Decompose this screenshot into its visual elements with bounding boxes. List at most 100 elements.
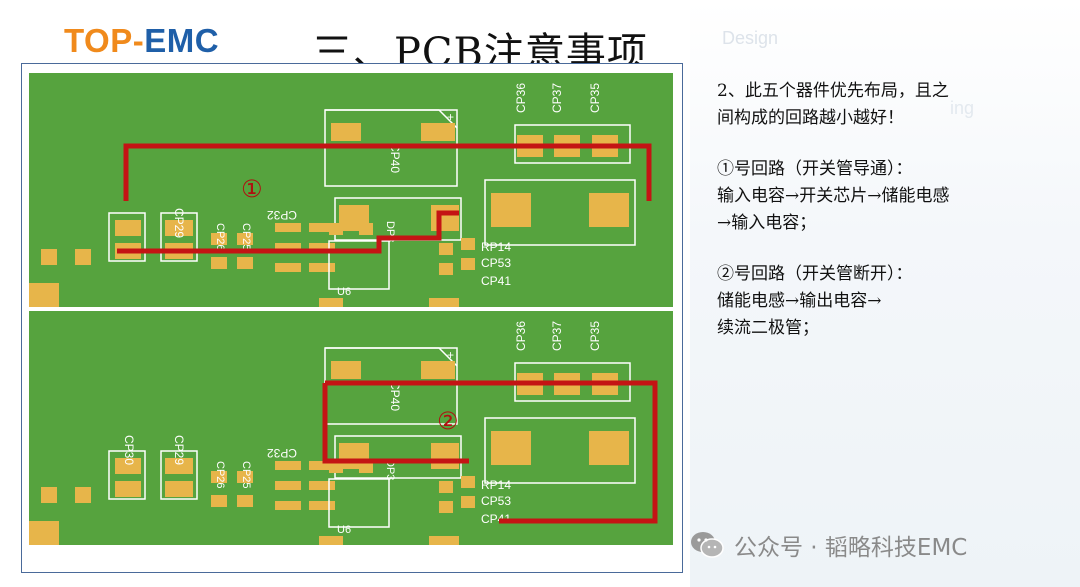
- solder-pad: [275, 481, 301, 490]
- solder-pad: [75, 249, 91, 265]
- loop1-title: ①号回路（开关管导通）：: [717, 159, 913, 179]
- solder-pad: [421, 361, 455, 379]
- solder-pad: [429, 298, 459, 307]
- loop-marker: ①: [241, 175, 263, 203]
- background-word: Design: [722, 28, 779, 48]
- current-loop-path: [322, 380, 658, 524]
- solder-pad: [309, 461, 335, 470]
- solder-pad: [115, 220, 141, 236]
- silkscreen-label: CP25: [240, 461, 252, 489]
- solder-pad: [115, 458, 141, 474]
- silkscreen-label: CP35: [588, 83, 602, 113]
- silkscreen-label: RP14: [481, 240, 511, 254]
- solder-pad: [359, 461, 373, 473]
- silkscreen-label: CP40: [388, 143, 402, 173]
- component-outline: [160, 212, 198, 262]
- silkscreen-label: CP25: [240, 223, 252, 251]
- silkscreen-label: +: [447, 110, 454, 124]
- loop1-path2: →输入电容；: [717, 213, 817, 233]
- solder-pad: [491, 193, 531, 227]
- solder-pad: [275, 223, 301, 232]
- solder-pad: [275, 243, 301, 252]
- loop2-title: ②号回路（开关管断开）：: [717, 264, 913, 284]
- solder-pad: [211, 495, 227, 507]
- component-outline: [484, 179, 636, 246]
- watermark: 公众号 · 韬略科技EMC: [690, 528, 967, 562]
- solder-pad: [165, 458, 193, 474]
- solder-pad: [439, 481, 453, 493]
- solder-pad: [275, 501, 301, 510]
- loop2-path1: 储能电感→输出电容→: [717, 291, 882, 311]
- component-outline: [484, 417, 636, 484]
- solder-pad: [319, 536, 343, 545]
- solder-pad: [309, 223, 335, 232]
- solder-pad: [309, 501, 335, 510]
- current-loop-path: [117, 143, 652, 254]
- silkscreen-label: DP3: [384, 459, 396, 480]
- solder-pad: [211, 233, 227, 245]
- solder-pad: [461, 238, 475, 250]
- solder-pad: [439, 501, 453, 513]
- solder-pad: [165, 481, 193, 497]
- solder-pad: [309, 243, 335, 252]
- watermark-text: 公众号 · 韬略科技EMC: [734, 535, 968, 561]
- silkscreen-label: +: [447, 348, 454, 362]
- solder-pad: [41, 487, 57, 503]
- logo: TOP-EMC: [64, 22, 219, 60]
- solder-pad: [75, 487, 91, 503]
- silkscreen-label: CP30: [122, 435, 136, 465]
- component-outline: [328, 240, 390, 290]
- loop-marker: ②: [437, 407, 459, 435]
- silkscreen-label: CP29: [172, 208, 186, 238]
- note-line2: 间构成的回路越小越好！: [717, 108, 904, 128]
- solder-pad: [439, 243, 453, 255]
- component-outline: [325, 109, 458, 129]
- solder-pad: [237, 233, 253, 245]
- notes-text: 2、此五个器件优先布局，且之 间构成的回路越小越好！ ①号回路（开关管导通）： …: [717, 78, 1047, 342]
- solder-pad: [309, 481, 335, 490]
- solder-pad: [431, 443, 459, 469]
- solder-pad: [309, 263, 335, 272]
- wechat-icon: [691, 532, 724, 558]
- background-word-2: ing: [950, 98, 975, 118]
- component-outline: [325, 347, 458, 367]
- solder-pad: [275, 263, 301, 272]
- logo-part1: TOP-: [64, 22, 145, 59]
- solder-pad: [211, 471, 227, 483]
- note-line1: 2、此五个器件优先布局，且之: [717, 81, 949, 101]
- solder-pad: [589, 431, 629, 465]
- silkscreen-label: CP29: [172, 435, 186, 465]
- silkscreen-label: CP53: [481, 494, 511, 508]
- silkscreen-label: CP36: [514, 83, 528, 113]
- solder-pad: [29, 521, 59, 545]
- solder-pad: [331, 361, 361, 379]
- background-decoration: [690, 0, 1080, 587]
- silkscreen-label: CP36: [514, 321, 528, 351]
- solder-pad: [439, 263, 453, 275]
- solder-pad: [421, 123, 455, 141]
- loop2-path2: 续流二极管；: [717, 318, 819, 338]
- solder-pad: [41, 249, 57, 265]
- silkscreen-label: CP41: [481, 274, 511, 288]
- silkscreen-label: CP32: [267, 446, 297, 460]
- silkscreen-label: CP35: [588, 321, 602, 351]
- solder-pad: [165, 220, 193, 236]
- solder-pad: [319, 298, 343, 307]
- solder-pad: [115, 481, 141, 497]
- solder-pad: [275, 461, 301, 470]
- loop1-path1: 输入电容→开关芯片→储能电感: [717, 186, 950, 206]
- silkscreen-label: U6: [337, 524, 351, 536]
- solder-pad: [461, 476, 475, 488]
- solder-pad: [331, 123, 361, 141]
- solder-pad: [431, 205, 459, 231]
- silkscreen-label: CP32: [267, 208, 297, 222]
- silkscreen-label: CP26: [214, 461, 226, 489]
- silkscreen-label: CP53: [481, 256, 511, 270]
- silkscreen-label: CP26: [214, 223, 226, 251]
- silkscreen-label: U6: [337, 286, 351, 298]
- silkscreen-label: CP37: [550, 83, 564, 113]
- solder-pad: [237, 471, 253, 483]
- silkscreen-label: RP14: [481, 478, 511, 492]
